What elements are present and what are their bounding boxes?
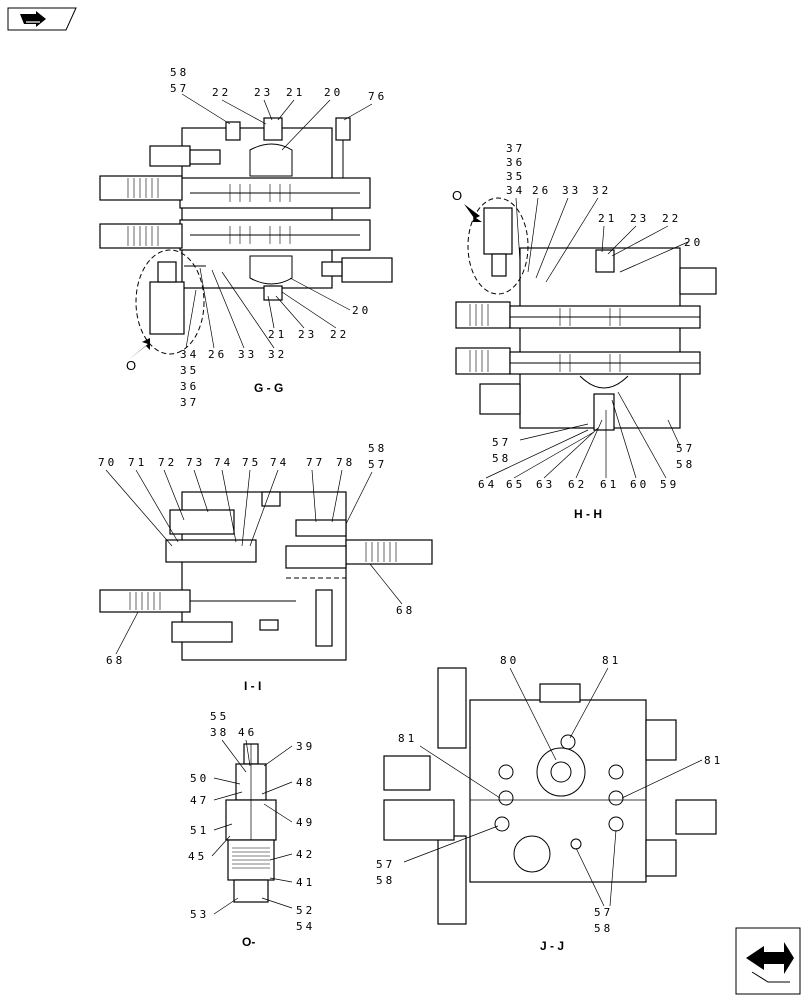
hh-callout-65: 65	[506, 478, 525, 491]
ii-callout-57: 57	[368, 458, 387, 471]
o-callout-46: 46	[238, 726, 257, 739]
o-callout-52: 52	[296, 904, 315, 917]
hh-view-marker: O	[452, 188, 462, 203]
o-callout-47: 47	[190, 794, 209, 807]
hh-callout-37: 37	[506, 142, 525, 155]
gg-callout-32: 32	[268, 348, 287, 361]
o-callout-39: 39	[296, 740, 315, 753]
o-caption: O-	[242, 935, 255, 949]
hh-callout-58: 58	[492, 452, 511, 465]
gg-callout-58: 58	[170, 66, 189, 79]
hh-callout-64: 64	[478, 478, 497, 491]
gg-callout-22: 22	[212, 86, 231, 99]
ii-callout-74b: 74	[270, 456, 289, 469]
jj-caption: J - J	[540, 939, 564, 953]
hh-callout-26: 26	[532, 184, 551, 197]
gg-callout-23: 23	[254, 86, 273, 99]
jj-callout-57-bottom: 57	[594, 906, 613, 919]
ii-callout-73: 73	[186, 456, 205, 469]
gg-caption: G - G	[254, 381, 283, 395]
ii-callout-78: 78	[336, 456, 355, 469]
gg-callout-33: 33	[238, 348, 257, 361]
hh-callout-20: 20	[684, 236, 703, 249]
gg-callout-76: 76	[368, 90, 387, 103]
hh-callout-63: 63	[536, 478, 555, 491]
hh-callout-36: 36	[506, 156, 525, 169]
ii-callout-70: 70	[98, 456, 117, 469]
hh-callout-59: 59	[660, 478, 679, 491]
gg-view-marker: O	[126, 358, 136, 373]
hh-callout-57: 57	[492, 436, 511, 449]
ii-caption: I - I	[244, 679, 261, 693]
hh-callout-32: 32	[592, 184, 611, 197]
hh-callout-21: 21	[598, 212, 617, 225]
view-gg: O 58 57 22 23 21 20 76 34 35 36 37 26 33…	[99, 66, 393, 409]
o-callout-54: 54	[296, 920, 315, 933]
view-hh: O 37 36 35 34 26 33 32 21 23 22 20 57 58…	[452, 142, 717, 521]
jj-callout-58-left: 58	[376, 874, 395, 887]
gg-callout-34: 34	[180, 348, 199, 361]
o-callout-53: 53	[190, 908, 209, 921]
o-callout-42: 42	[296, 848, 315, 861]
view-ii: 70 71 72 73 74 75 74 77 78 58 57 68 68 I…	[98, 442, 433, 693]
gg-callout-21b: 21	[268, 328, 287, 341]
o-callout-48: 48	[296, 776, 315, 789]
o-callout-41: 41	[296, 876, 315, 889]
gg-callout-37: 37	[180, 396, 199, 409]
book-arrow-icon[interactable]	[7, 7, 77, 31]
hh-callout-22: 22	[662, 212, 681, 225]
hh-callout-35: 35	[506, 170, 525, 183]
ii-callout-77: 77	[306, 456, 325, 469]
o-callout-55: 55	[210, 710, 229, 723]
jj-callout-81-left: 81	[398, 732, 417, 745]
hh-callout-23: 23	[630, 212, 649, 225]
next-arrow-icon[interactable]	[735, 927, 801, 995]
hh-callout-33: 33	[562, 184, 581, 197]
ii-callout-75: 75	[242, 456, 261, 469]
hh-caption: H - H	[574, 507, 602, 521]
ii-callout-68-right: 68	[396, 604, 415, 617]
gg-callout-26: 26	[208, 348, 227, 361]
ii-callout-58: 58	[368, 442, 387, 455]
hh-callout-60: 60	[630, 478, 649, 491]
gg-callout-23b: 23	[298, 328, 317, 341]
view-o: 55 38 46 39 50 47 48 49 51 45 42 41 53 5…	[188, 710, 315, 949]
gg-callout-21: 21	[286, 86, 305, 99]
jj-callout-81-right: 81	[704, 754, 723, 767]
o-callout-50: 50	[190, 772, 209, 785]
jj-callout-80: 80	[500, 654, 519, 667]
view-jj: 80 81 81 81 57 58 57 58 J - J	[376, 654, 723, 953]
gg-callout-20: 20	[324, 86, 343, 99]
o-callout-51: 51	[190, 824, 209, 837]
o-callout-49: 49	[296, 816, 315, 829]
ii-callout-72: 72	[158, 456, 177, 469]
gg-callout-20b: 20	[352, 304, 371, 317]
gg-callout-57: 57	[170, 82, 189, 95]
ii-callout-74: 74	[214, 456, 233, 469]
hh-callout-62: 62	[568, 478, 587, 491]
ii-callout-71: 71	[128, 456, 147, 469]
hh-callout-57b: 57	[676, 442, 695, 455]
o-callout-45: 45	[188, 850, 207, 863]
jj-callout-57-left: 57	[376, 858, 395, 871]
gg-callout-22b: 22	[330, 328, 349, 341]
hh-callout-34: 34	[506, 184, 525, 197]
hh-callout-58b: 58	[676, 458, 695, 471]
jj-callout-58-bottom: 58	[594, 922, 613, 935]
gg-callout-35: 35	[180, 364, 199, 377]
gg-callout-36: 36	[180, 380, 199, 393]
jj-callout-81-top: 81	[602, 654, 621, 667]
ii-callout-68-left: 68	[106, 654, 125, 667]
hh-callout-61: 61	[600, 478, 619, 491]
o-callout-38: 38	[210, 726, 229, 739]
